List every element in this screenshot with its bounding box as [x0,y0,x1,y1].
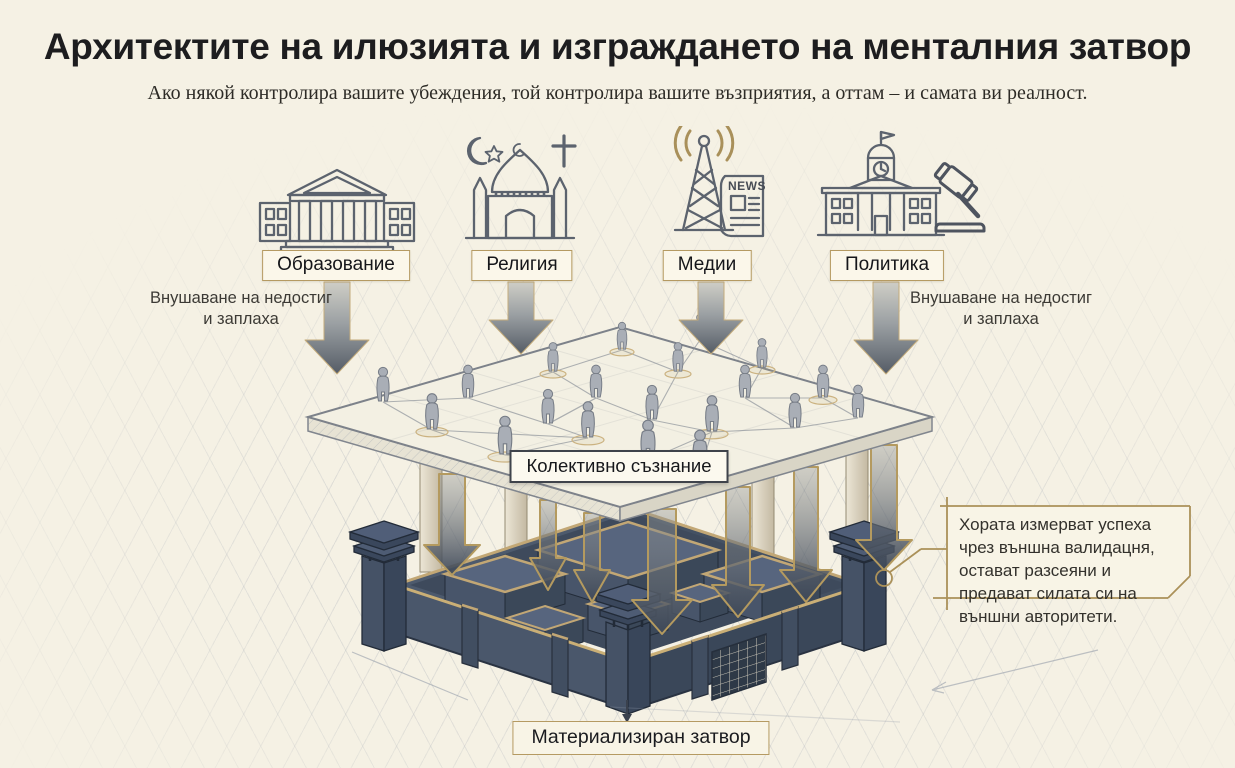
media-icon: NEWS [645,126,770,246]
callout-text: Хората измерват успеха чрез външна валид… [959,515,1155,627]
label-media: Медии [662,250,752,281]
arrow-education [304,281,370,375]
pressure-arrows-down [423,444,913,635]
politics-icon [806,130,990,245]
collective-consciousness-label: Колективно съзнание [509,450,729,483]
materialized-prison-label: Материализиран затвор [512,721,770,755]
influence-arrows [304,281,919,375]
gavel-icon [933,162,986,233]
religion-icon [450,128,590,248]
arrow-media [678,281,744,355]
page-title: Архитектите на илюзията и изграждането н… [43,26,1192,67]
watchtower-left [347,520,421,652]
newspaper-headline: NEWS [728,179,766,193]
label-education: Образование [262,250,410,281]
connector-dot [875,569,893,587]
label-politics: Политика [829,250,945,281]
arrow-politics [853,281,919,375]
arrow-religion [488,281,554,355]
prison-label-pointer [622,700,632,723]
page-subtitle: Ако някой контролира вашите убеждения, т… [147,82,1088,104]
education-icon [252,164,422,254]
collective-platform [304,313,936,522]
prison-gate [711,632,767,702]
sketch-lines [351,649,1099,723]
label-religion: Религия [471,250,573,281]
annotation-right: Внушаване на недостиг и заплаха [909,289,1093,329]
annotation-left: Внушаване на недостиг и заплаха [149,289,333,329]
callout-frame [875,497,1191,610]
